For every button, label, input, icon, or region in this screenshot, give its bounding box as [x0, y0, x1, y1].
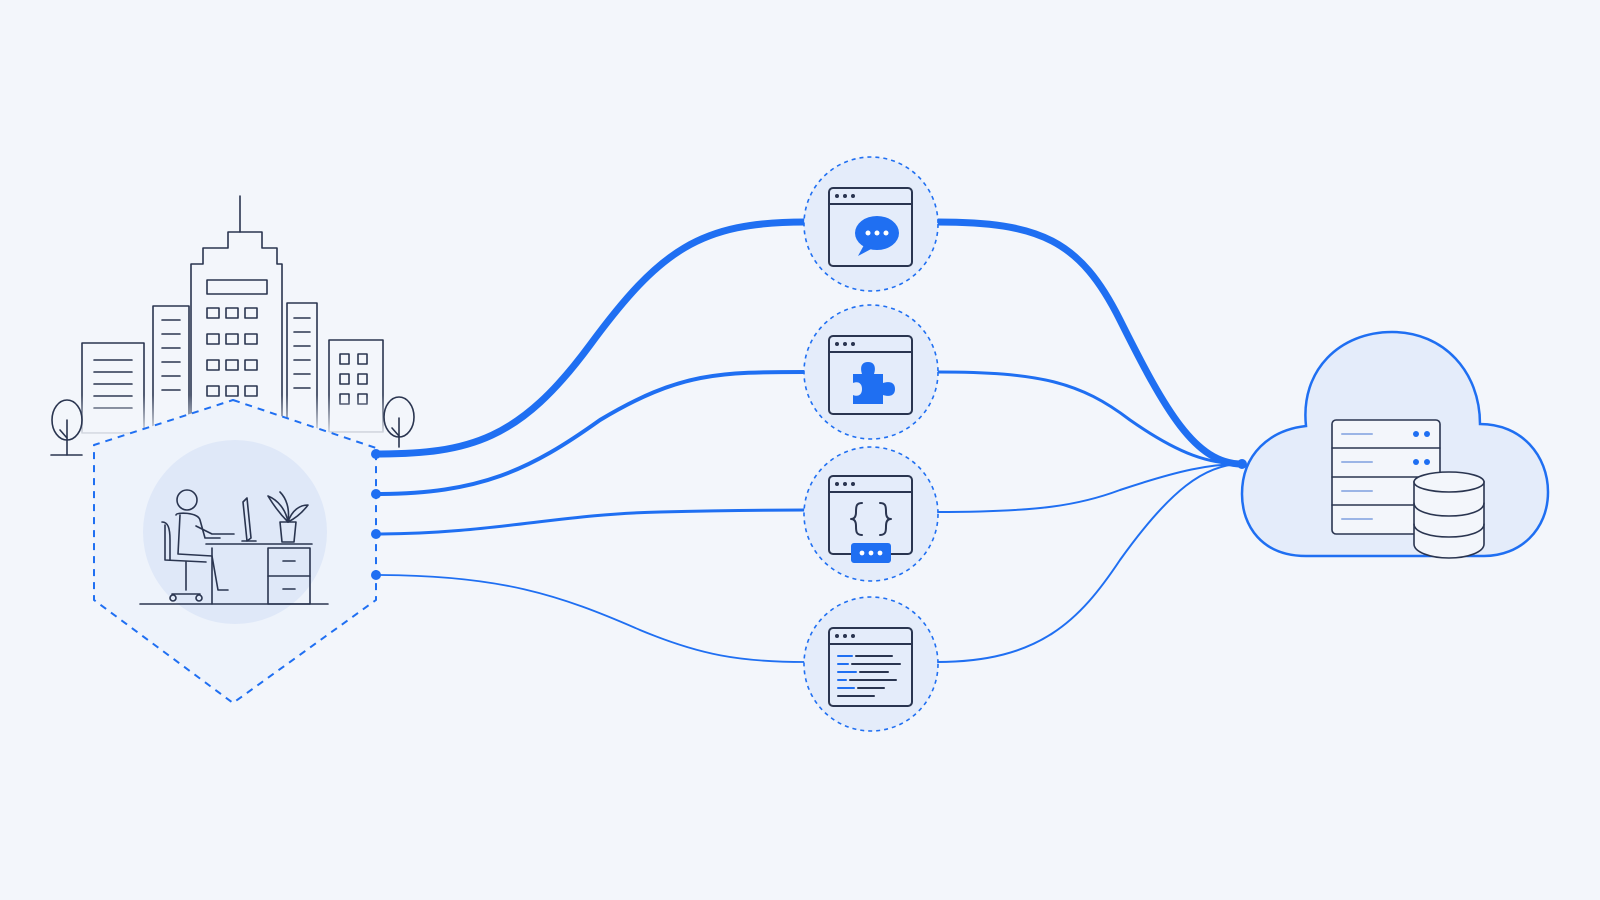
tree-icon	[383, 396, 415, 448]
tree-icon	[50, 399, 83, 456]
link-chat-cloud	[933, 218, 1246, 468]
person-at-desk-icon	[139, 440, 329, 624]
curly-braces-icon	[850, 502, 892, 536]
code-window-icon	[828, 475, 913, 563]
plugin-window-icon	[828, 335, 913, 415]
link-code-cloud	[936, 463, 1243, 513]
destination-port	[1237, 459, 1247, 469]
link-source-document	[375, 574, 806, 663]
source-to-channel-links	[372, 218, 809, 663]
database-icon	[1413, 471, 1485, 559]
link-source-code	[374, 508, 807, 536]
puzzle-piece-icon	[853, 362, 895, 404]
server-rack-icon	[1331, 419, 1441, 535]
text-document-window-icon	[828, 627, 913, 707]
channel-node-document[interactable]	[803, 596, 939, 732]
destination-cloud[interactable]	[1237, 330, 1550, 559]
channel-node-chat[interactable]	[803, 156, 939, 292]
link-document-cloud	[936, 463, 1243, 663]
source-organization	[50, 195, 415, 704]
channel-to-destination-links	[933, 218, 1246, 663]
link-source-plugin	[374, 370, 807, 496]
chat-window-icon	[828, 187, 913, 267]
link-plugin-cloud	[935, 370, 1244, 466]
source-ports	[371, 449, 381, 580]
link-source-chat	[372, 218, 809, 458]
channel-node-plugin[interactable]	[803, 304, 939, 440]
channel-node-code[interactable]	[803, 446, 939, 582]
